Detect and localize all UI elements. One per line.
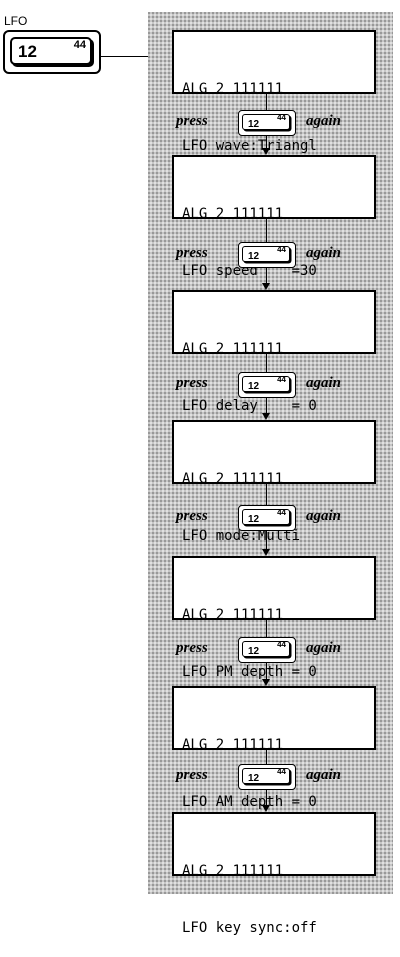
again-word: again	[306, 375, 342, 391]
key-face: 12 44	[242, 508, 290, 525]
lfo-button-label: LFO	[4, 14, 28, 28]
press-word: press	[176, 113, 208, 129]
flow-arrowhead	[262, 413, 270, 420]
lcd-line-2: LFO wave:Triangl	[182, 138, 317, 154]
lcd-line-1: ALG 2 111111	[182, 863, 284, 879]
key-number: 12	[248, 514, 260, 525]
lfo-key-small[interactable]: 12 44	[238, 637, 296, 663]
lfo-key-small[interactable]: 12 44	[238, 505, 296, 531]
key-face: 12 44	[242, 113, 290, 130]
lcd-line-2: LFO delay = 0	[182, 398, 317, 414]
key-face: 12 44	[242, 245, 290, 262]
lfo-key-small[interactable]: 12 44	[238, 110, 296, 136]
lcd-display-7: ALG 2 111111 LFO key sync:off	[172, 812, 376, 936]
press-again-row-4: press 12 44 again	[176, 505, 376, 531]
key-superscript: 44	[277, 113, 286, 122]
flow-arrowhead	[262, 148, 270, 155]
lfo-key-small[interactable]: 12 44	[238, 372, 296, 398]
again-word: again	[306, 508, 342, 524]
key-superscript: 44	[277, 375, 286, 384]
lcd-line-2: LFO PM depth = 0	[182, 664, 317, 680]
lcd-line-1: ALG 2 111111	[182, 471, 284, 487]
lcd-display-4: ALG 2 111111 LFO mode:Multi	[172, 420, 376, 544]
lfo-key-face: 12 44	[10, 37, 92, 65]
key-number: 12	[248, 119, 260, 130]
lfo-key-small[interactable]: 12 44	[238, 242, 296, 268]
lcd-line-1: ALG 2 111111	[182, 341, 284, 357]
lcd-display-2: ALG 2 111111 LFO speed =30	[172, 155, 376, 279]
lcd-line-2: LFO mode:Multi	[182, 528, 301, 544]
key-superscript: 44	[277, 767, 286, 776]
lcd-line-1: ALG 2 111111	[182, 607, 284, 623]
flow-arrowhead	[262, 283, 270, 290]
press-again-row-2: press 12 44 again	[176, 242, 376, 268]
press-again-row-3: press 12 44 again	[176, 372, 376, 398]
key-superscript: 44	[73, 39, 86, 51]
again-word: again	[306, 245, 342, 261]
again-word: again	[306, 113, 342, 129]
press-word: press	[176, 640, 208, 656]
key-number: 12	[248, 646, 260, 657]
key-superscript: 44	[277, 245, 286, 254]
again-word: again	[306, 640, 342, 656]
key-number: 12	[248, 773, 260, 784]
lcd-display-5: ALG 2 111111 LFO PM depth = 0	[172, 556, 376, 680]
press-again-row-5: press 12 44 again	[176, 637, 376, 663]
lcd-display-6: ALG 2 111111 LFO AM depth = 0	[172, 686, 376, 810]
connector-line	[101, 56, 159, 57]
lcd-line-2: LFO key sync:off	[182, 920, 317, 936]
press-word: press	[176, 375, 208, 391]
flow-arrowhead	[262, 549, 270, 556]
lfo-key-button[interactable]: 12 44	[3, 30, 101, 74]
again-word: again	[306, 767, 342, 783]
key-number: 12	[248, 381, 260, 392]
lcd-line-1: ALG 2 111111	[182, 737, 284, 753]
lcd-display-3: ALG 2 111111 LFO delay = 0	[172, 290, 376, 414]
lcd-line-2: LFO AM depth = 0	[182, 794, 317, 810]
key-superscript: 44	[277, 508, 286, 517]
key-face: 12 44	[242, 640, 290, 657]
press-again-row-6: press 12 44 again	[176, 764, 376, 790]
press-again-row-1: press 12 44 again	[176, 110, 376, 136]
key-number: 12	[18, 42, 37, 61]
press-word: press	[176, 508, 208, 524]
key-face: 12 44	[242, 767, 290, 784]
lcd-display-1: ALG 2 111111 LFO wave:Triangl	[172, 30, 376, 154]
lcd-line-1: ALG 2 111111	[182, 81, 284, 97]
key-number: 12	[248, 251, 260, 262]
lcd-line-1: ALG 2 111111	[182, 206, 284, 222]
press-word: press	[176, 767, 208, 783]
flow-arrowhead	[262, 805, 270, 812]
press-word: press	[176, 245, 208, 261]
key-superscript: 44	[277, 640, 286, 649]
lfo-key-small[interactable]: 12 44	[238, 764, 296, 790]
key-face: 12 44	[242, 375, 290, 392]
flow-arrowhead	[262, 679, 270, 686]
